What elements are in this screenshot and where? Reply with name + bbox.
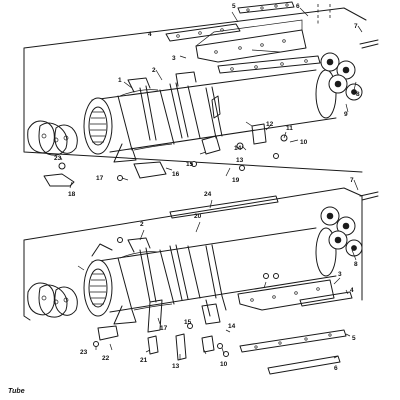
lower-callout-24: 24: [204, 191, 212, 198]
upper-border-frame: [23, 7, 367, 173]
lower-wheel-assembly: [320, 206, 363, 257]
lower-callout-6: 6: [334, 365, 338, 372]
lower-callout-21: 21: [140, 357, 148, 364]
lower-callout-4: 4: [350, 287, 354, 294]
lower-callout-20: 20: [194, 213, 202, 220]
upper-callout-8: 8: [356, 91, 360, 98]
lower-callout-7: 7: [350, 177, 354, 184]
upper-callout-3: 3: [172, 55, 176, 62]
upper-callout-14: 14: [234, 145, 242, 152]
lower-callouts: 2 3 4 5 6 7 8 10 13 14 15 17 20 21 22 23…: [80, 177, 358, 372]
lower-callout-14: 14: [228, 323, 236, 330]
lower-callout-10: 10: [220, 361, 228, 368]
lower-callout-2: 2: [140, 221, 144, 228]
upper-callout-10: 10: [300, 139, 308, 146]
lower-callout-3: 3: [338, 271, 342, 278]
upper-callout-16: 16: [172, 171, 180, 178]
upper-callout-17: 17: [96, 175, 104, 182]
lower-hardware: [93, 191, 379, 361]
upper-callouts: 1 2 3 4 5 6 7 8 9 10 11 12 13 14 15 16 1…: [54, 3, 360, 198]
lower-assembly: 2 3 4 5 6 7 8 10 13 14 15 17 20 21 22 23…: [23, 177, 379, 375]
upper-callout-18: 18: [68, 191, 76, 198]
upper-callout-1: 1: [118, 77, 122, 84]
lower-callout-8: 8: [354, 261, 358, 268]
upper-leader-lines: [59, 7, 363, 189]
lower-callout-13: 13: [172, 363, 180, 370]
upper-callout-9: 9: [344, 111, 348, 118]
upper-gaskets: [27, 120, 78, 156]
diagram-caption: Tube: [8, 388, 25, 395]
upper-callout-4: 4: [148, 31, 152, 38]
upper-callout-5: 5: [232, 3, 236, 10]
upper-callout-7: 7: [354, 23, 358, 30]
upper-top-strip: [237, 1, 331, 26]
lower-rails: [237, 279, 353, 375]
lower-top-strip: [169, 195, 279, 219]
upper-tube: [83, 69, 337, 163]
lower-callout-15: 15: [184, 319, 192, 326]
lower-callout-22: 22: [102, 355, 110, 362]
lower-callout-23: 23: [80, 349, 88, 356]
upper-callout-2: 2: [152, 67, 156, 74]
upper-wheel-assembly: [320, 52, 363, 101]
upper-hardware: [43, 39, 379, 187]
upper-callout-19: 19: [232, 177, 240, 184]
upper-callout-13: 13: [236, 157, 244, 164]
upper-callout-6: 6: [296, 3, 300, 10]
lower-callout-17: 17: [160, 325, 168, 332]
upper-callout-12: 12: [266, 121, 274, 128]
upper-assembly: 1 2 3 4 5 6 7 8 9 10 11 12 13 14 15 16 1…: [23, 1, 379, 198]
upper-mounting-plate: [195, 19, 307, 63]
upper-callout-15: 15: [186, 161, 194, 168]
upper-bracket-strip: [165, 23, 241, 42]
upper-side-rail: [217, 55, 321, 74]
lower-callout-5: 5: [352, 335, 356, 342]
upper-callout-23: 23: [54, 155, 62, 162]
lower-leader-lines: [77, 179, 359, 360]
upper-callout-11: 11: [286, 125, 293, 132]
lower-border-frame: [23, 187, 363, 321]
lower-gaskets: [27, 282, 78, 318]
